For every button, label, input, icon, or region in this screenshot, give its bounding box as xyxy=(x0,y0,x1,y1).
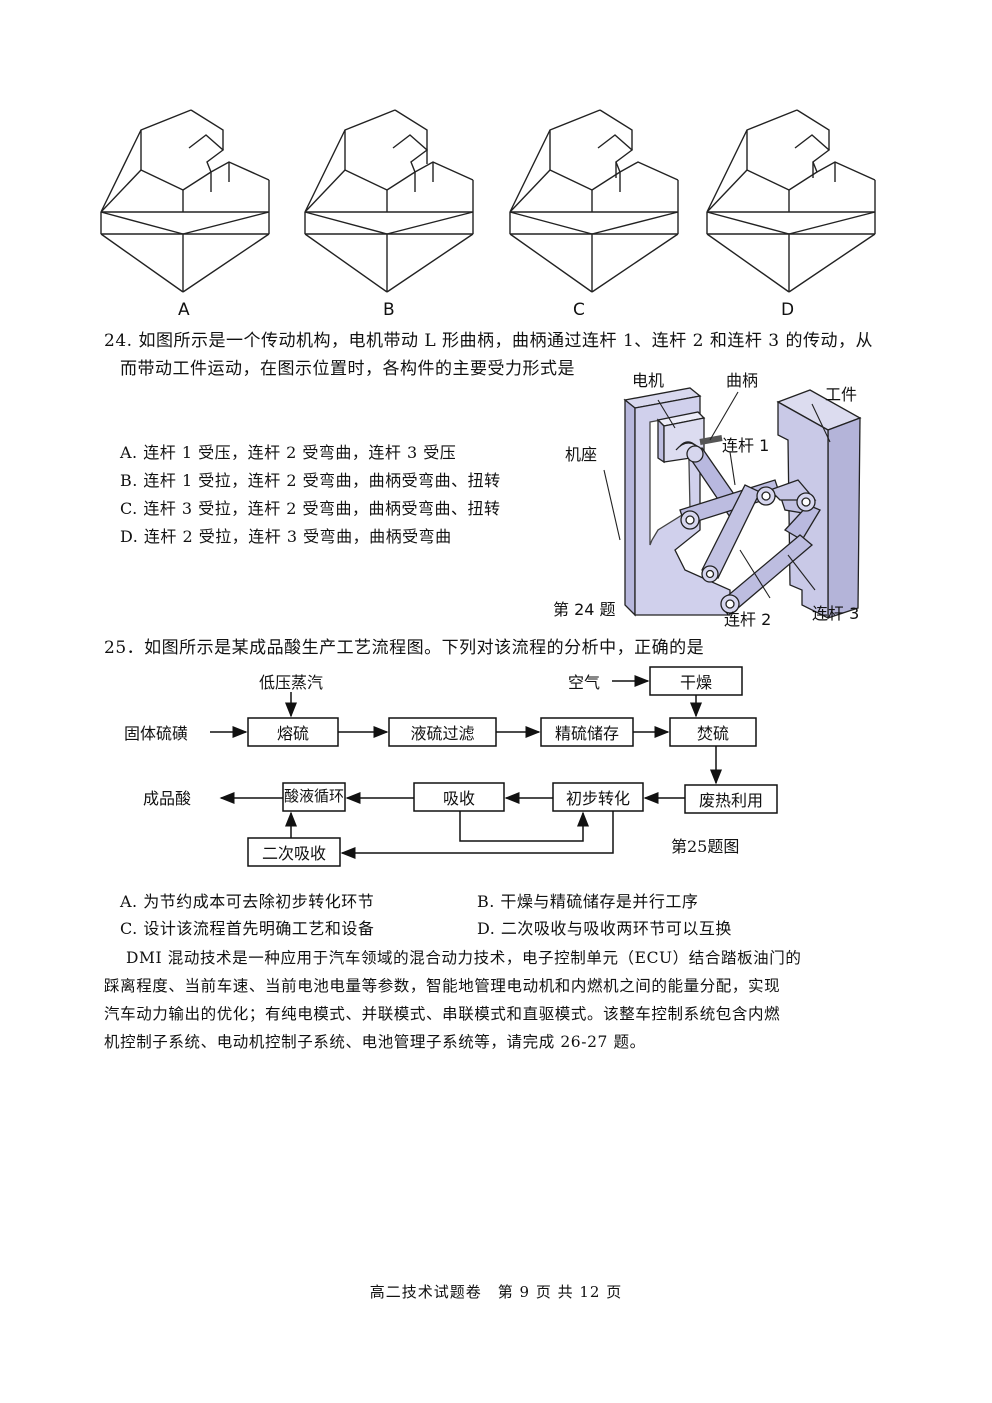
option-label-d: D xyxy=(781,300,795,320)
passage-line-4: 机控制子系统、电动机控制子系统、电池管理子系统等，请完成 26-27 题。 xyxy=(104,1033,646,1051)
passage-line-2: 踩离程度、当前车速、当前电池电量等参数，智能地管理电动机和内燃机之间的能量分配，… xyxy=(104,977,781,995)
label-crank: 曲柄 xyxy=(726,371,759,390)
q25-option-a[interactable]: A. 为节约成本可去除初步转化环节 xyxy=(120,892,375,911)
q25-option-b[interactable]: B. 干燥与精硫储存是并行工序 xyxy=(477,892,699,911)
linkages xyxy=(679,435,821,614)
flow-convert: 初步转化 xyxy=(565,789,630,808)
flow-filter: 液硫过滤 xyxy=(410,724,475,743)
label-base: 机座 xyxy=(565,445,598,464)
view-b xyxy=(304,109,474,293)
q24-stem-line1: 24. 如图所示是一个传动机构，电机带动 L 形曲柄，曲柄通过连杆 1、连杆 2… xyxy=(104,331,874,351)
label-rod1: 连杆 1 xyxy=(722,436,770,455)
flow-burn: 焚硫 xyxy=(696,724,729,743)
label-rod2: 连杆 2 xyxy=(724,610,772,629)
q24-option-b[interactable]: B. 连杆 1 受拉，连杆 2 受弯曲，曲柄受弯曲、扭转 xyxy=(120,471,501,490)
option-label-b: B xyxy=(383,300,395,320)
figure-caption-24: 第 24 题 xyxy=(553,600,616,619)
label-rod3: 连杆 3 xyxy=(812,604,860,623)
option-label-a: A xyxy=(178,300,190,320)
flow-absorb: 吸收 xyxy=(442,789,475,808)
q23-figures xyxy=(100,109,876,293)
flow-cycle: 酸液循环 xyxy=(283,787,344,805)
passage-line-1: DMI 混动技术是一种应用于汽车领域的混合动力技术，电子控制单元（ECU）结合踏… xyxy=(126,949,802,967)
q24-option-c[interactable]: C. 连杆 3 受拉，连杆 2 受弯曲，曲柄受弯曲、扭转 xyxy=(120,499,501,518)
flow-heat: 废热利用 xyxy=(698,791,763,810)
label-workpiece: 工件 xyxy=(825,385,858,404)
q24-option-a[interactable]: A. 连杆 1 受压，连杆 2 受弯曲，连杆 3 受压 xyxy=(120,443,457,462)
flow-air: 空气 xyxy=(568,673,601,692)
view-c xyxy=(509,109,679,293)
flow-product: 成品酸 xyxy=(143,789,192,808)
flow-dry: 干燥 xyxy=(679,673,712,692)
passage-line-3: 汽车动力输出的优化；有纯电模式、并联模式、串联模式和直驱模式。该整车控制系统包含… xyxy=(104,1005,781,1023)
flow-store: 精硫储存 xyxy=(554,724,619,743)
flow-absorb2: 二次吸收 xyxy=(261,844,326,863)
leader-lines xyxy=(603,391,831,599)
figure-caption-25: 第25题图 xyxy=(671,837,740,856)
q24-stem-line2: 而带动工件运动，在图示位置时，各构件的主要受力形式是 xyxy=(120,359,575,379)
q25-flowchart-lines xyxy=(210,666,778,867)
q25-option-d[interactable]: D. 二次吸收与吸收两环节可以互换 xyxy=(477,919,732,938)
page-footer: 高二技术试题卷 第 9 页 共 12 页 xyxy=(369,1283,623,1301)
option-label-c: C xyxy=(573,300,585,320)
q24-mechanism-figure xyxy=(603,387,862,620)
flow-steam: 低压蒸汽 xyxy=(259,673,324,692)
q25-stem: 25．如图所示是某成品酸生产工艺流程图。下列对该流程的分析中，正确的是 xyxy=(104,638,705,658)
view-a xyxy=(100,109,270,293)
flow-sulfur: 固体硫磺 xyxy=(124,724,189,743)
view-d xyxy=(706,109,876,293)
flow-melt: 熔硫 xyxy=(276,724,309,743)
q24-option-d[interactable]: D. 连杆 2 受拉，连杆 3 受弯曲，曲柄受弯曲 xyxy=(120,527,452,546)
label-motor: 电机 xyxy=(632,371,665,390)
q25-option-c[interactable]: C. 设计该流程首先明确工艺和设备 xyxy=(120,919,375,938)
